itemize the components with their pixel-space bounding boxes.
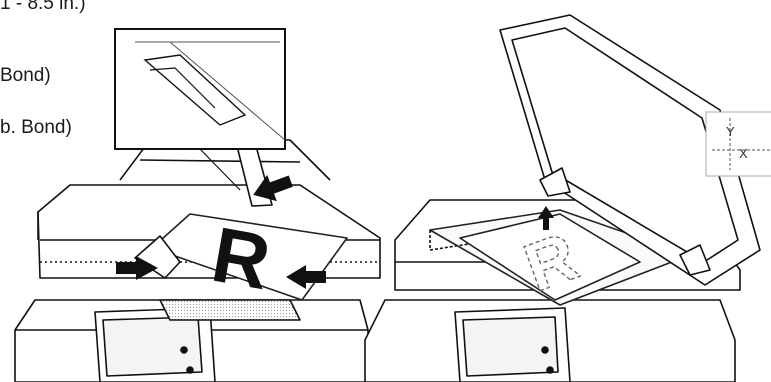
- xy-dimension-inset: Y X: [705, 111, 771, 177]
- arrow-right-icon: [116, 256, 158, 280]
- text-fragment-lower: b. Bond): [0, 117, 72, 138]
- left-printer: R: [14, 139, 381, 382]
- text-fragment-top: 1 - 8.5 in.): [0, 0, 86, 14]
- arrow-left-icon: [253, 174, 293, 202]
- control-panel-right: [454, 307, 571, 382]
- arrow-icons-left: [116, 174, 326, 289]
- arrow-left-bottom-icon: [286, 265, 326, 289]
- zoom-inset: [114, 28, 286, 191]
- xy-label-x: X: [739, 146, 748, 161]
- control-panel-left: [94, 307, 216, 382]
- document-page-right: R: [459, 213, 641, 307]
- xy-label-y: Y: [726, 124, 735, 139]
- arrow-up-icon: [538, 206, 554, 230]
- right-printer: R: [364, 14, 761, 382]
- text-fragment-middle: Bond): [0, 65, 51, 86]
